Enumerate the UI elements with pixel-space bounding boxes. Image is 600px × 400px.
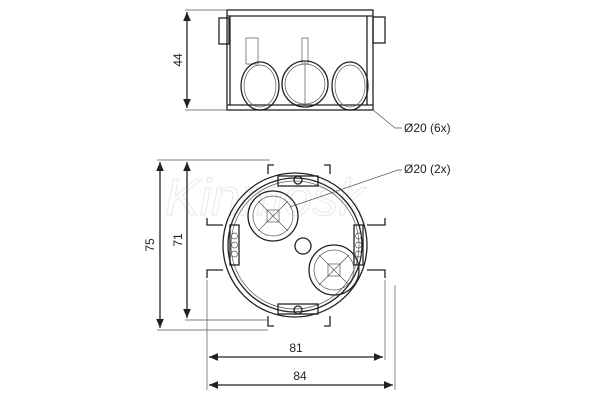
dimension-inner-width: 81	[289, 341, 303, 355]
dimension-outer-width: 84	[293, 369, 307, 383]
dimension-inner-height: 71	[171, 233, 185, 247]
callout-side-holes: Ø20 (6x)	[404, 121, 451, 135]
watermark: Kinmosk	[165, 169, 367, 227]
side-hole-3	[331, 61, 369, 111]
dimension-outer-height: 75	[143, 238, 157, 252]
callout-top-holes: Ø20 (2x)	[404, 162, 451, 176]
top-view	[206, 164, 386, 327]
side-hole-2	[281, 60, 329, 108]
knockout-hole-2	[308, 244, 360, 296]
knockout-hole-1	[247, 190, 299, 242]
side-view	[218, 9, 386, 111]
dimension-height: 44	[171, 53, 185, 67]
side-hole-1	[240, 61, 280, 111]
